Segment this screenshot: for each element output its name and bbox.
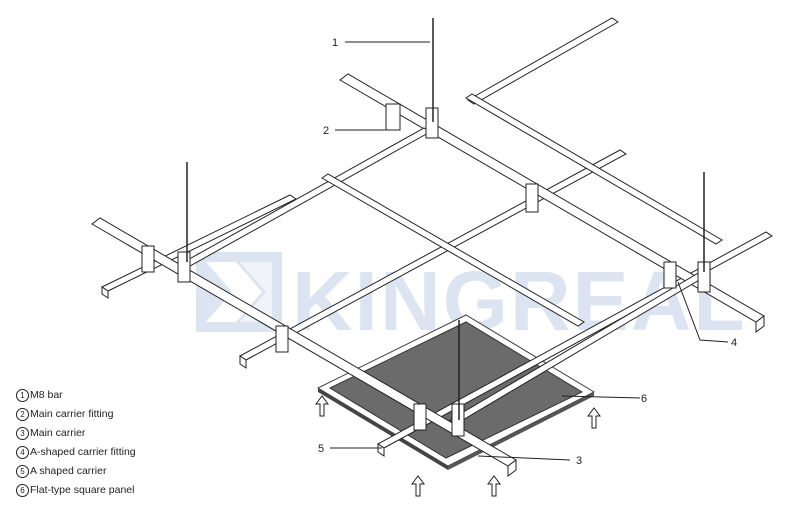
main-carriers [91,73,765,477]
up-arrow-icon [315,395,329,417]
fitting-top-left [385,103,401,131]
fitting-top [425,107,439,139]
leader-lines [330,41,729,461]
legend: 1 M8 bar 2 Main carrier fitting 3 Main c… [16,386,136,500]
legend-text: Main carrier [30,427,86,439]
legend-item: 5 A shaped carrier [16,462,136,481]
up-arrows [315,395,601,497]
legend-item: 1 M8 bar [16,386,136,405]
callout-2: 2 [323,125,329,137]
m8-bars [186,18,705,420]
up-arrow-icon [411,475,425,497]
legend-item: 4 A-shaped carrier fitting [16,443,136,462]
callout-4: 4 [731,337,737,349]
legend-mark: 4 [16,446,29,459]
legend-item: 3 Main carrier [16,424,136,443]
fitting-center [525,183,539,213]
legend-text: A-shaped carrier fitting [30,446,136,458]
fitting-left-2 [177,251,191,283]
up-arrow-icon [487,475,501,497]
legend-mark: 5 [16,465,29,478]
carrier-fittings [141,103,711,437]
legend-text: M8 bar [30,389,63,401]
callout-labels: 1 2 3 4 5 6 [318,37,737,467]
legend-item: 2 Main carrier fitting [16,405,136,424]
callout-5: 5 [318,443,324,455]
legend-mark: 2 [16,408,29,421]
fitting-right [663,261,677,289]
fitting-bottom-2 [451,403,465,437]
callout-3: 3 [576,455,582,467]
cross-members [183,93,723,425]
legend-text: Main carrier fitting [30,408,114,420]
legend-text: Flat-type square panel [30,484,135,496]
up-arrow-icon [587,407,601,429]
fitting-bottom [413,403,427,431]
callout-6: 6 [641,393,647,405]
legend-mark: 1 [16,389,29,402]
legend-item: 6 Flat-type square panel [16,481,136,500]
legend-mark: 6 [16,484,29,497]
callout-1: 1 [332,37,338,49]
fitting-left [141,245,155,273]
fitting-mid-left [275,325,289,353]
legend-mark: 3 [16,427,29,440]
square-panel [316,314,596,470]
legend-text: A shaped carrier [30,465,107,477]
